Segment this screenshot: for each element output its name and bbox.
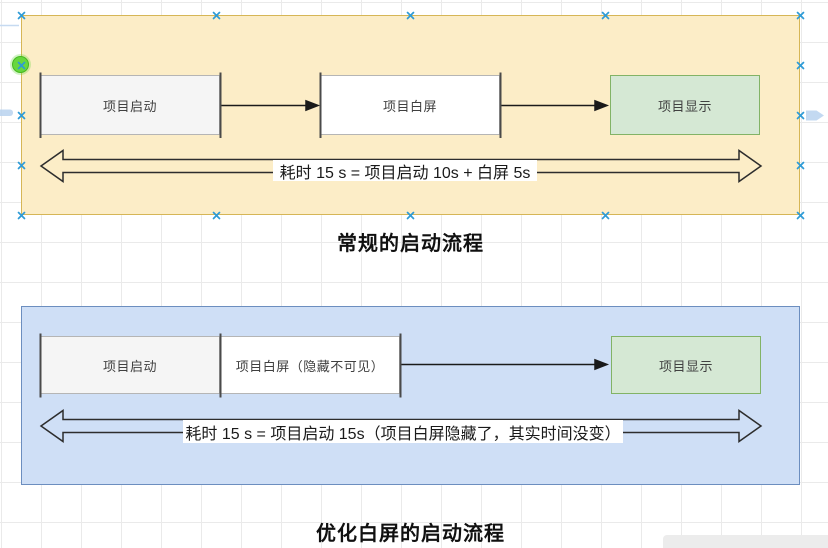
flow1-step-whitescreen[interactable]: 项目白屏 — [320, 75, 500, 135]
connection-point-icon[interactable] — [796, 111, 805, 120]
flow2-timeline-label[interactable]: 耗时 15 s = 项目启动 15s（项目白屏隐藏了，其实时间没变） — [183, 420, 623, 443]
connection-point-icon[interactable] — [601, 11, 610, 20]
connection-point-icon[interactable] — [796, 61, 805, 70]
connection-point-icon[interactable] — [212, 211, 221, 220]
step-label: 项目白屏（隐藏不可见） — [235, 358, 385, 374]
flow2-step-display[interactable]: 项目显示 — [611, 336, 761, 394]
connection-point-icon[interactable] — [406, 211, 415, 220]
flow2-step-whitescreen-hidden[interactable]: 项目白屏（隐藏不可见） — [220, 336, 400, 394]
watermark-bar — [663, 535, 828, 548]
connection-point-icon[interactable] — [796, 161, 805, 170]
flow2-container[interactable] — [21, 306, 800, 485]
connection-point-icon[interactable] — [17, 61, 26, 70]
flow1-step-display[interactable]: 项目显示 — [610, 75, 760, 135]
step-label: 项目启动 — [102, 98, 157, 114]
step-label: 项目显示 — [657, 98, 712, 114]
directional-arrow-left-icon[interactable] — [0, 109, 13, 117]
step-label: 项目白屏 — [382, 98, 437, 114]
step-label: 项目显示 — [658, 358, 713, 374]
flow1-title[interactable]: 常规的启动流程 — [337, 233, 484, 255]
connection-point-icon[interactable] — [601, 211, 610, 220]
step-label: 项目启动 — [102, 358, 157, 374]
connection-point-icon[interactable] — [212, 11, 221, 20]
flow2-title[interactable]: 优化白屏的启动流程 — [316, 523, 505, 545]
connection-point-icon[interactable] — [17, 11, 26, 20]
connection-point-icon[interactable] — [406, 11, 415, 20]
flow1-timeline-label[interactable]: 耗时 15 s = 项目启动 10s + 白屏 5s — [273, 160, 537, 182]
connection-point-icon[interactable] — [17, 211, 26, 220]
directional-arrow-right-icon[interactable] — [806, 110, 824, 121]
connection-point-icon[interactable] — [796, 11, 805, 20]
connection-point-icon[interactable] — [796, 211, 805, 220]
flow1-step-start[interactable]: 项目启动 — [40, 75, 220, 135]
flow2-step-start[interactable]: 项目启动 — [40, 336, 220, 394]
connection-point-icon[interactable] — [17, 111, 26, 120]
connection-point-icon[interactable] — [17, 161, 26, 170]
